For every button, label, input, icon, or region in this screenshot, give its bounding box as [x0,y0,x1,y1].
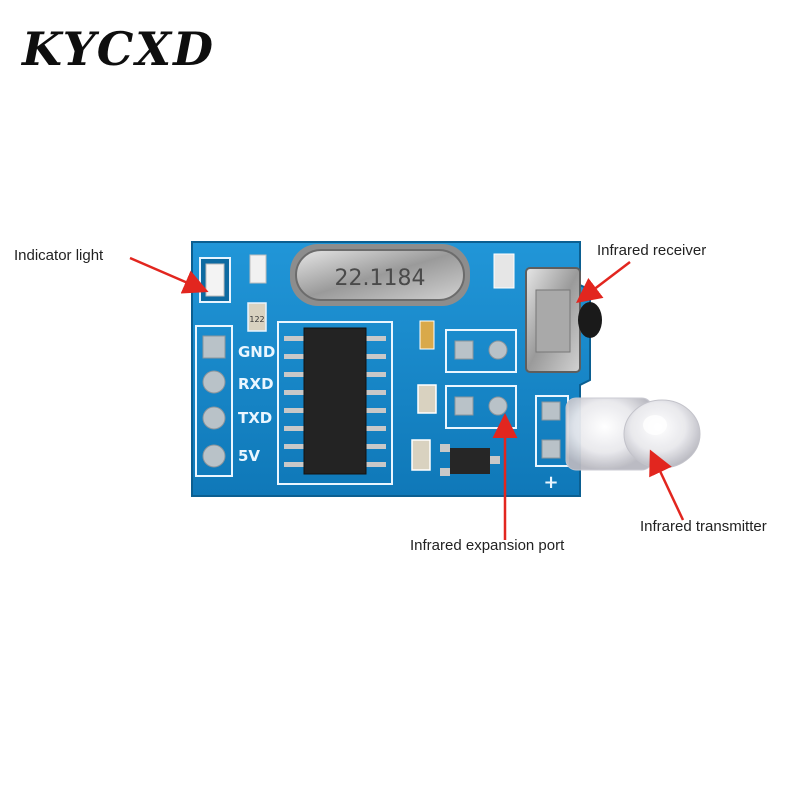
expansion-pad [488,396,508,416]
callout-infrared-transmitter: Infrared transmitter [640,518,767,535]
arrow-infrared-receiver [576,261,631,304]
expansion-pad [488,340,508,360]
callout-arrows [129,256,685,540]
expansion-silkscreen [445,385,517,429]
transistor [440,444,500,476]
callout-infrared-receiver: Infrared receiver [597,242,707,259]
resistor-code: 122 [249,315,264,324]
pin-pad [202,444,226,468]
crystal-oscillator: 22.1184 [290,244,470,306]
arrow-infrared-transmitter [649,449,685,521]
pin-pad [202,406,226,430]
infrared-transmitter-led [565,397,701,471]
smd-resistor [417,384,437,414]
transmitter-pad-square [541,439,561,459]
transmitter-pad-square [541,401,561,421]
smd-resistor [411,439,431,471]
smd-cap [419,320,435,350]
ic-pins [284,336,386,467]
pin-label-5v: 5V [238,447,260,465]
pin-pad-square [202,335,226,359]
pin-pad [202,370,226,394]
callout-infrared-expansion-port: Infrared expansion port [410,537,565,554]
pin-label-rxd: RXD [238,375,274,393]
smd-resistor [247,302,267,332]
ic-chip [303,327,367,475]
smd-component [249,254,267,284]
plus-sign: + [543,472,558,493]
ic-outline [277,321,393,485]
brand-logo: KYCXD [22,22,215,76]
pin-label-txd: TXD [238,409,272,427]
indicator-led [199,257,231,303]
smd-component [493,253,515,289]
pin-header [202,335,226,468]
pin-header-outline [195,325,233,477]
pin-label-gnd: GND [238,343,275,361]
callout-indicator-light: Indicator light [14,247,104,264]
infrared-receiver [525,267,602,373]
expansion-silkscreen [445,329,517,373]
crystal-label: 22.1184 [335,266,426,291]
arrow-indicator-light [129,256,209,294]
expansion-pad-square [454,340,474,360]
expansion-pad-square [454,396,474,416]
